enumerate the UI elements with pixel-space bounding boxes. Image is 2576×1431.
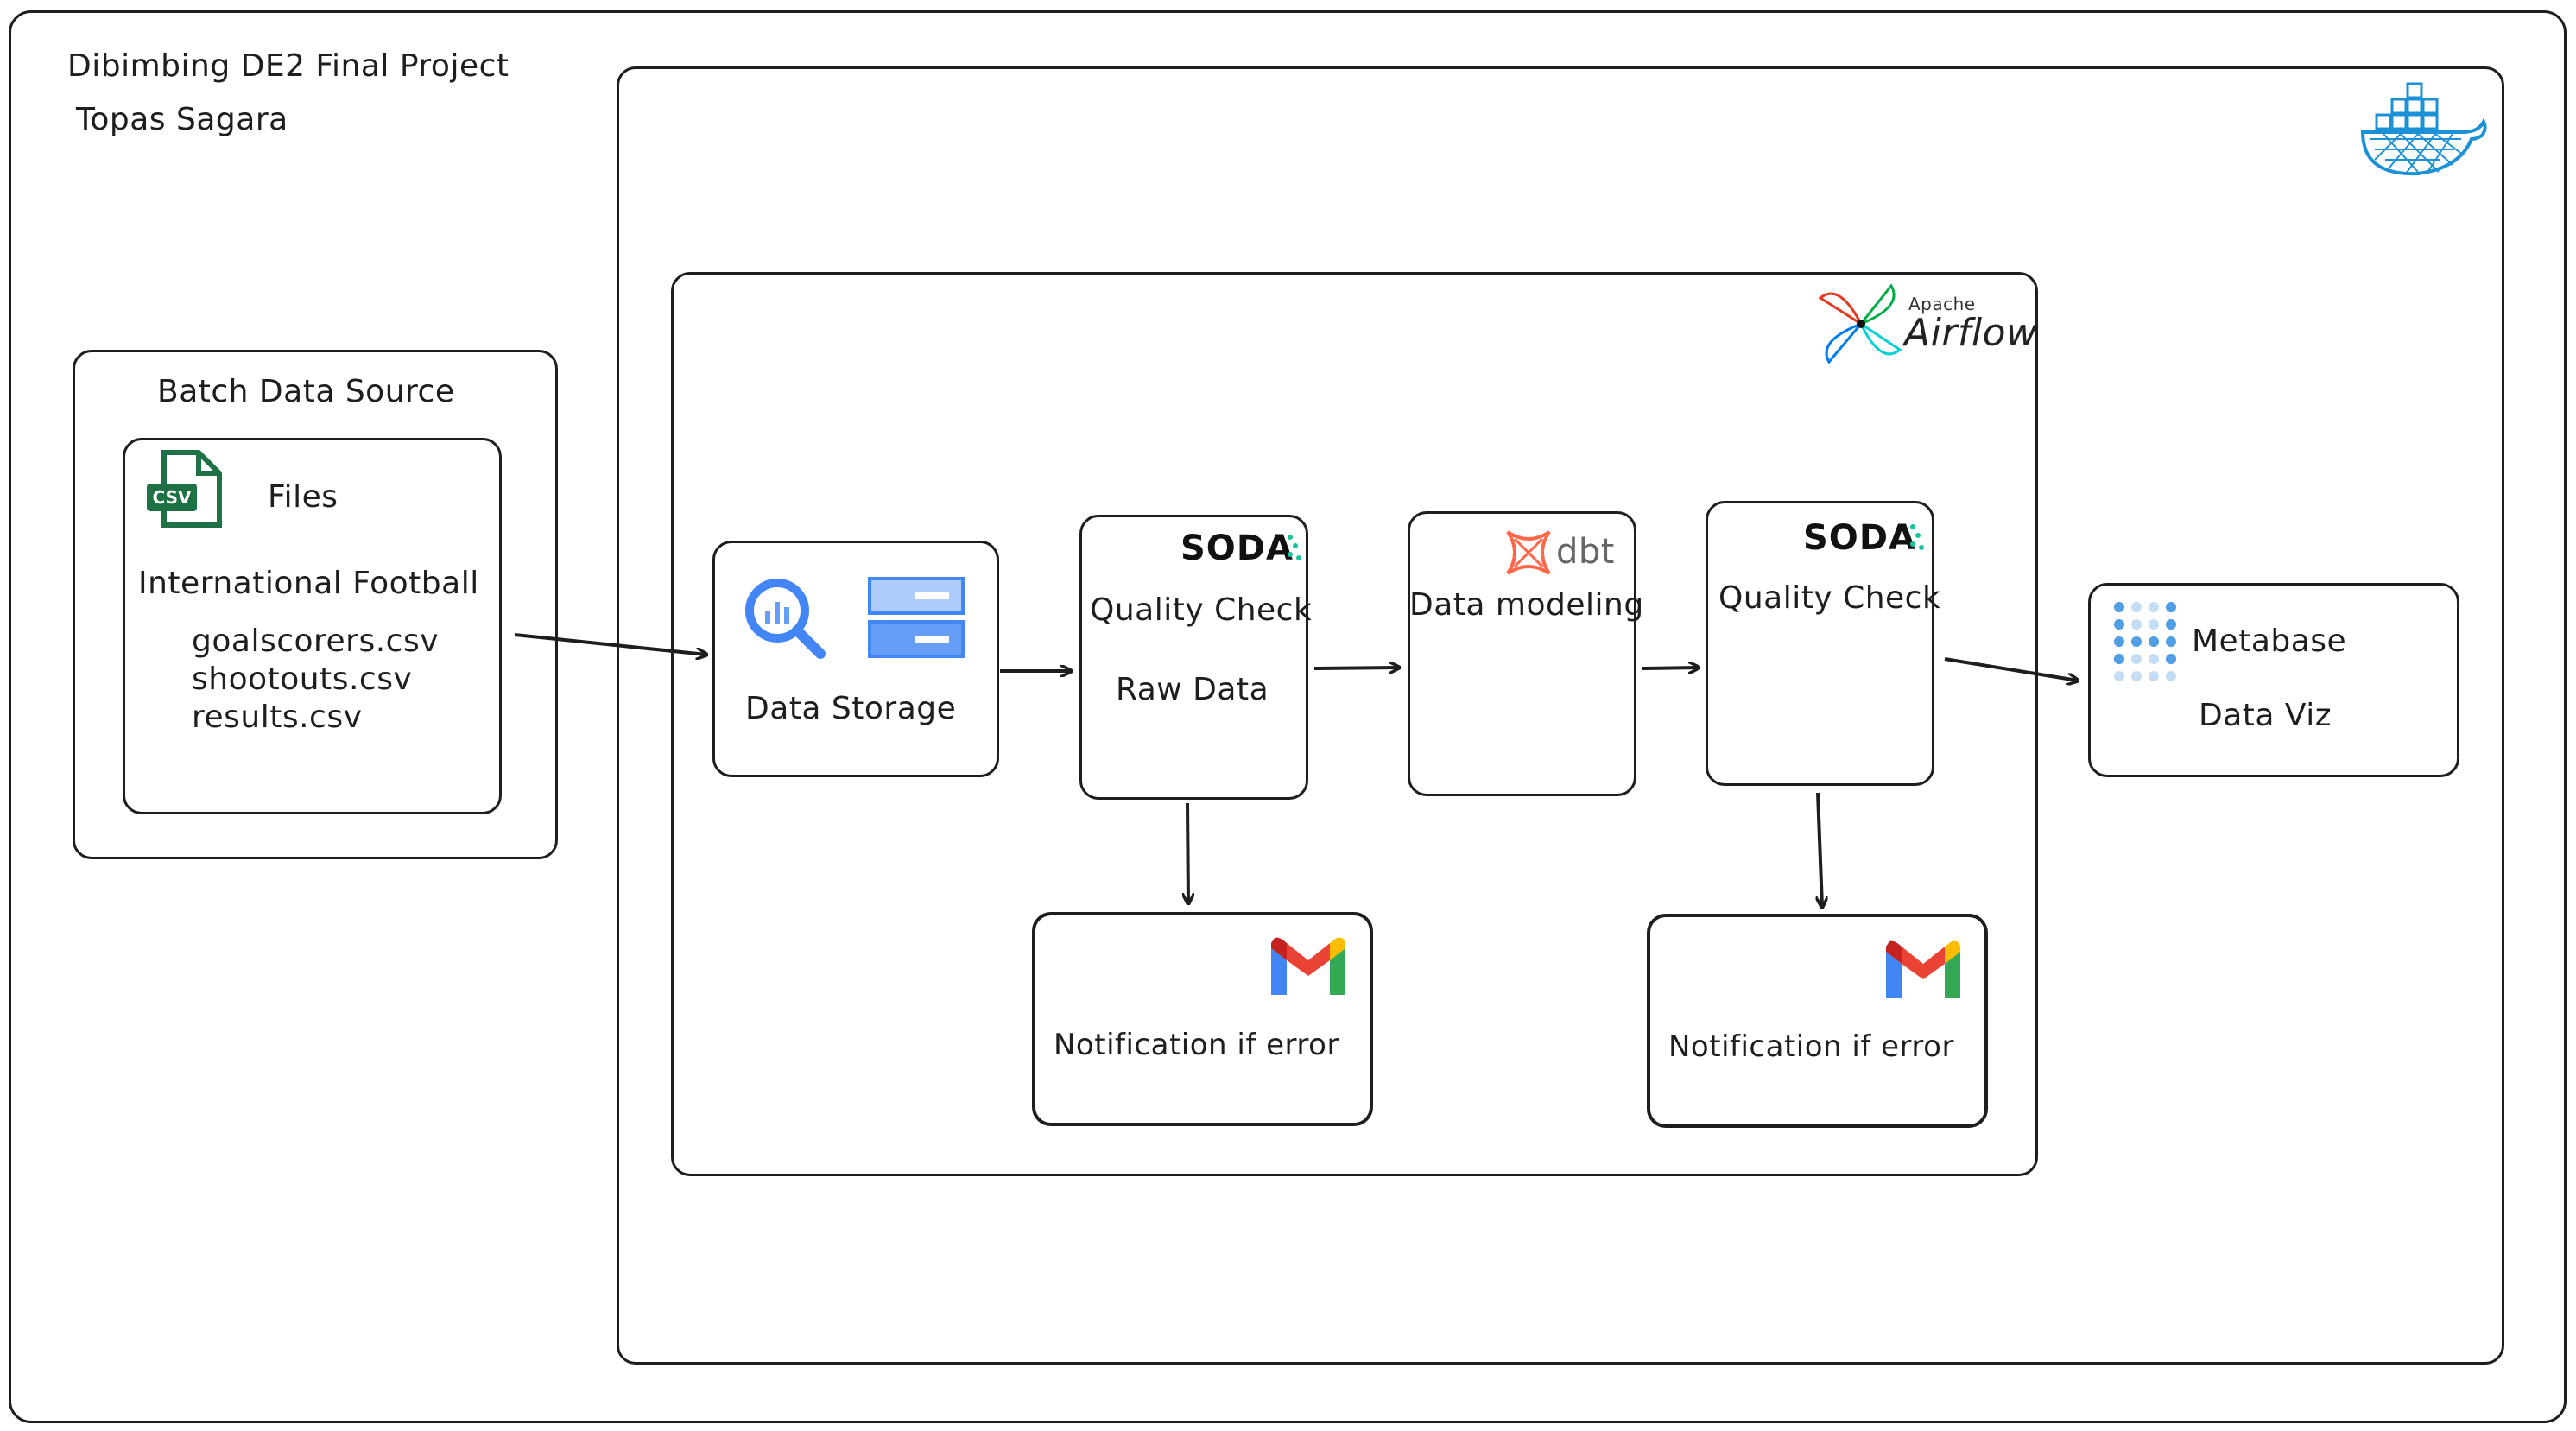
docker-icon: [2360, 82, 2487, 176]
file-goalscorers: goalscorers.csv: [192, 624, 440, 659]
quality-check-model-label: Quality Check: [1718, 580, 1941, 616]
quality-check-raw-label: Quality Check: [1090, 592, 1313, 628]
author-name: Topas Sagara: [76, 102, 288, 137]
soda-logo-2: SODA: [1803, 518, 1916, 558]
bigquery-icon: [745, 579, 826, 659]
soda-dots-icon: [1288, 535, 1301, 560]
files-label: Files: [268, 479, 339, 515]
quality-check-raw-box: [1079, 515, 1308, 800]
notification-box-2: [1647, 914, 1988, 1128]
data-modeling-box: [1408, 511, 1636, 796]
batch-source-box: [73, 350, 558, 859]
soda-dots-icon-2: [1910, 524, 1924, 550]
files-box: [123, 438, 502, 814]
dataset-name: International Football: [138, 566, 479, 601]
airflow-small-label: Apache: [1908, 294, 1976, 314]
notification-box-1: [1032, 912, 1373, 1126]
csv-badge-text: CSV: [153, 487, 192, 508]
file-results: results.csv: [192, 700, 363, 735]
gmail-icon: [1271, 937, 1345, 995]
batch-source-title: Batch Data Source: [157, 374, 455, 409]
airflow-icon: [1818, 283, 1902, 364]
quality-check-model-box: [1706, 501, 1934, 786]
dbt-icon: [1506, 530, 1551, 575]
project-title: Dibimbing DE2 Final Project: [67, 48, 510, 84]
file-shootouts: shootouts.csv: [192, 662, 413, 697]
soda-logo: SODA: [1180, 529, 1294, 568]
airflow-label: Airflow: [1904, 311, 2038, 355]
outer-frame: [9, 10, 2567, 1423]
data-storage-label: Data Storage: [745, 691, 957, 726]
arrow-quality-to-notify1: [1187, 802, 1188, 903]
storage-icon: [868, 577, 965, 658]
data-viz-label: Data Viz: [2199, 698, 2332, 733]
dbt-logo-text: dbt: [1556, 532, 1615, 572]
notification-label-2: Notification if error: [1668, 1029, 1954, 1064]
gmail-icon-2: [1886, 940, 1960, 998]
airflow-container: [671, 272, 2038, 1176]
csv-file-icon: CSV: [147, 450, 222, 528]
docker-container: [617, 66, 2504, 1365]
metabase-logo-text: Metabase: [2192, 624, 2347, 659]
metabase-box: [2088, 583, 2459, 777]
notification-label-1: Notification if error: [1054, 1028, 1339, 1062]
data-storage-box: [712, 541, 999, 777]
arrow-quality2-to-notify2: [1818, 792, 1822, 907]
data-modeling-label: Data modeling: [1409, 587, 1644, 623]
metabase-icon: [2114, 602, 2176, 681]
arrow-quality2-to-metabase: [1944, 657, 2078, 681]
arrow-source-to-storage: [514, 633, 706, 655]
raw-data-label: Raw Data: [1116, 672, 1269, 707]
